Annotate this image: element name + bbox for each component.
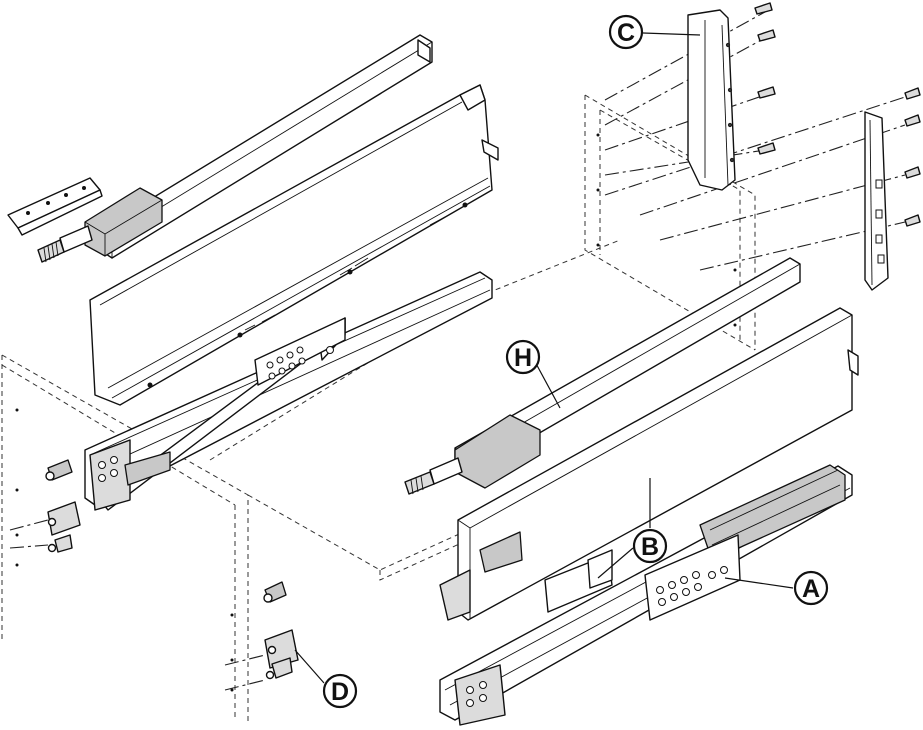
callout-a-label: A bbox=[802, 575, 820, 603]
back-bracket-plate bbox=[7, 177, 103, 236]
left-runner bbox=[84, 271, 493, 511]
rear-fixing-bracket-right bbox=[864, 87, 921, 291]
left-drawer-side bbox=[89, 84, 499, 406]
alignment-lines bbox=[9, 11, 906, 691]
callout-b-label: B bbox=[641, 533, 659, 561]
runner-a bbox=[439, 464, 853, 726]
callout-c: C bbox=[608, 14, 644, 50]
rail-connector-left bbox=[37, 187, 163, 263]
front-fixing-bracket-d bbox=[263, 581, 299, 680]
callout-a: A bbox=[793, 570, 829, 606]
callout-c-label: C bbox=[617, 19, 635, 47]
front-fixing-left bbox=[45, 459, 81, 553]
drawer-side-b bbox=[439, 307, 859, 621]
leader-lines bbox=[294, 32, 794, 684]
gallery-rail-h bbox=[404, 257, 801, 495]
callout-h-label: H bbox=[514, 344, 532, 372]
callout-h: H bbox=[505, 339, 541, 375]
callout-d: D bbox=[322, 673, 358, 709]
rear-fixing-bracket-c bbox=[687, 2, 776, 191]
callout-b: B bbox=[632, 528, 668, 564]
callout-d-label: D bbox=[331, 678, 349, 706]
